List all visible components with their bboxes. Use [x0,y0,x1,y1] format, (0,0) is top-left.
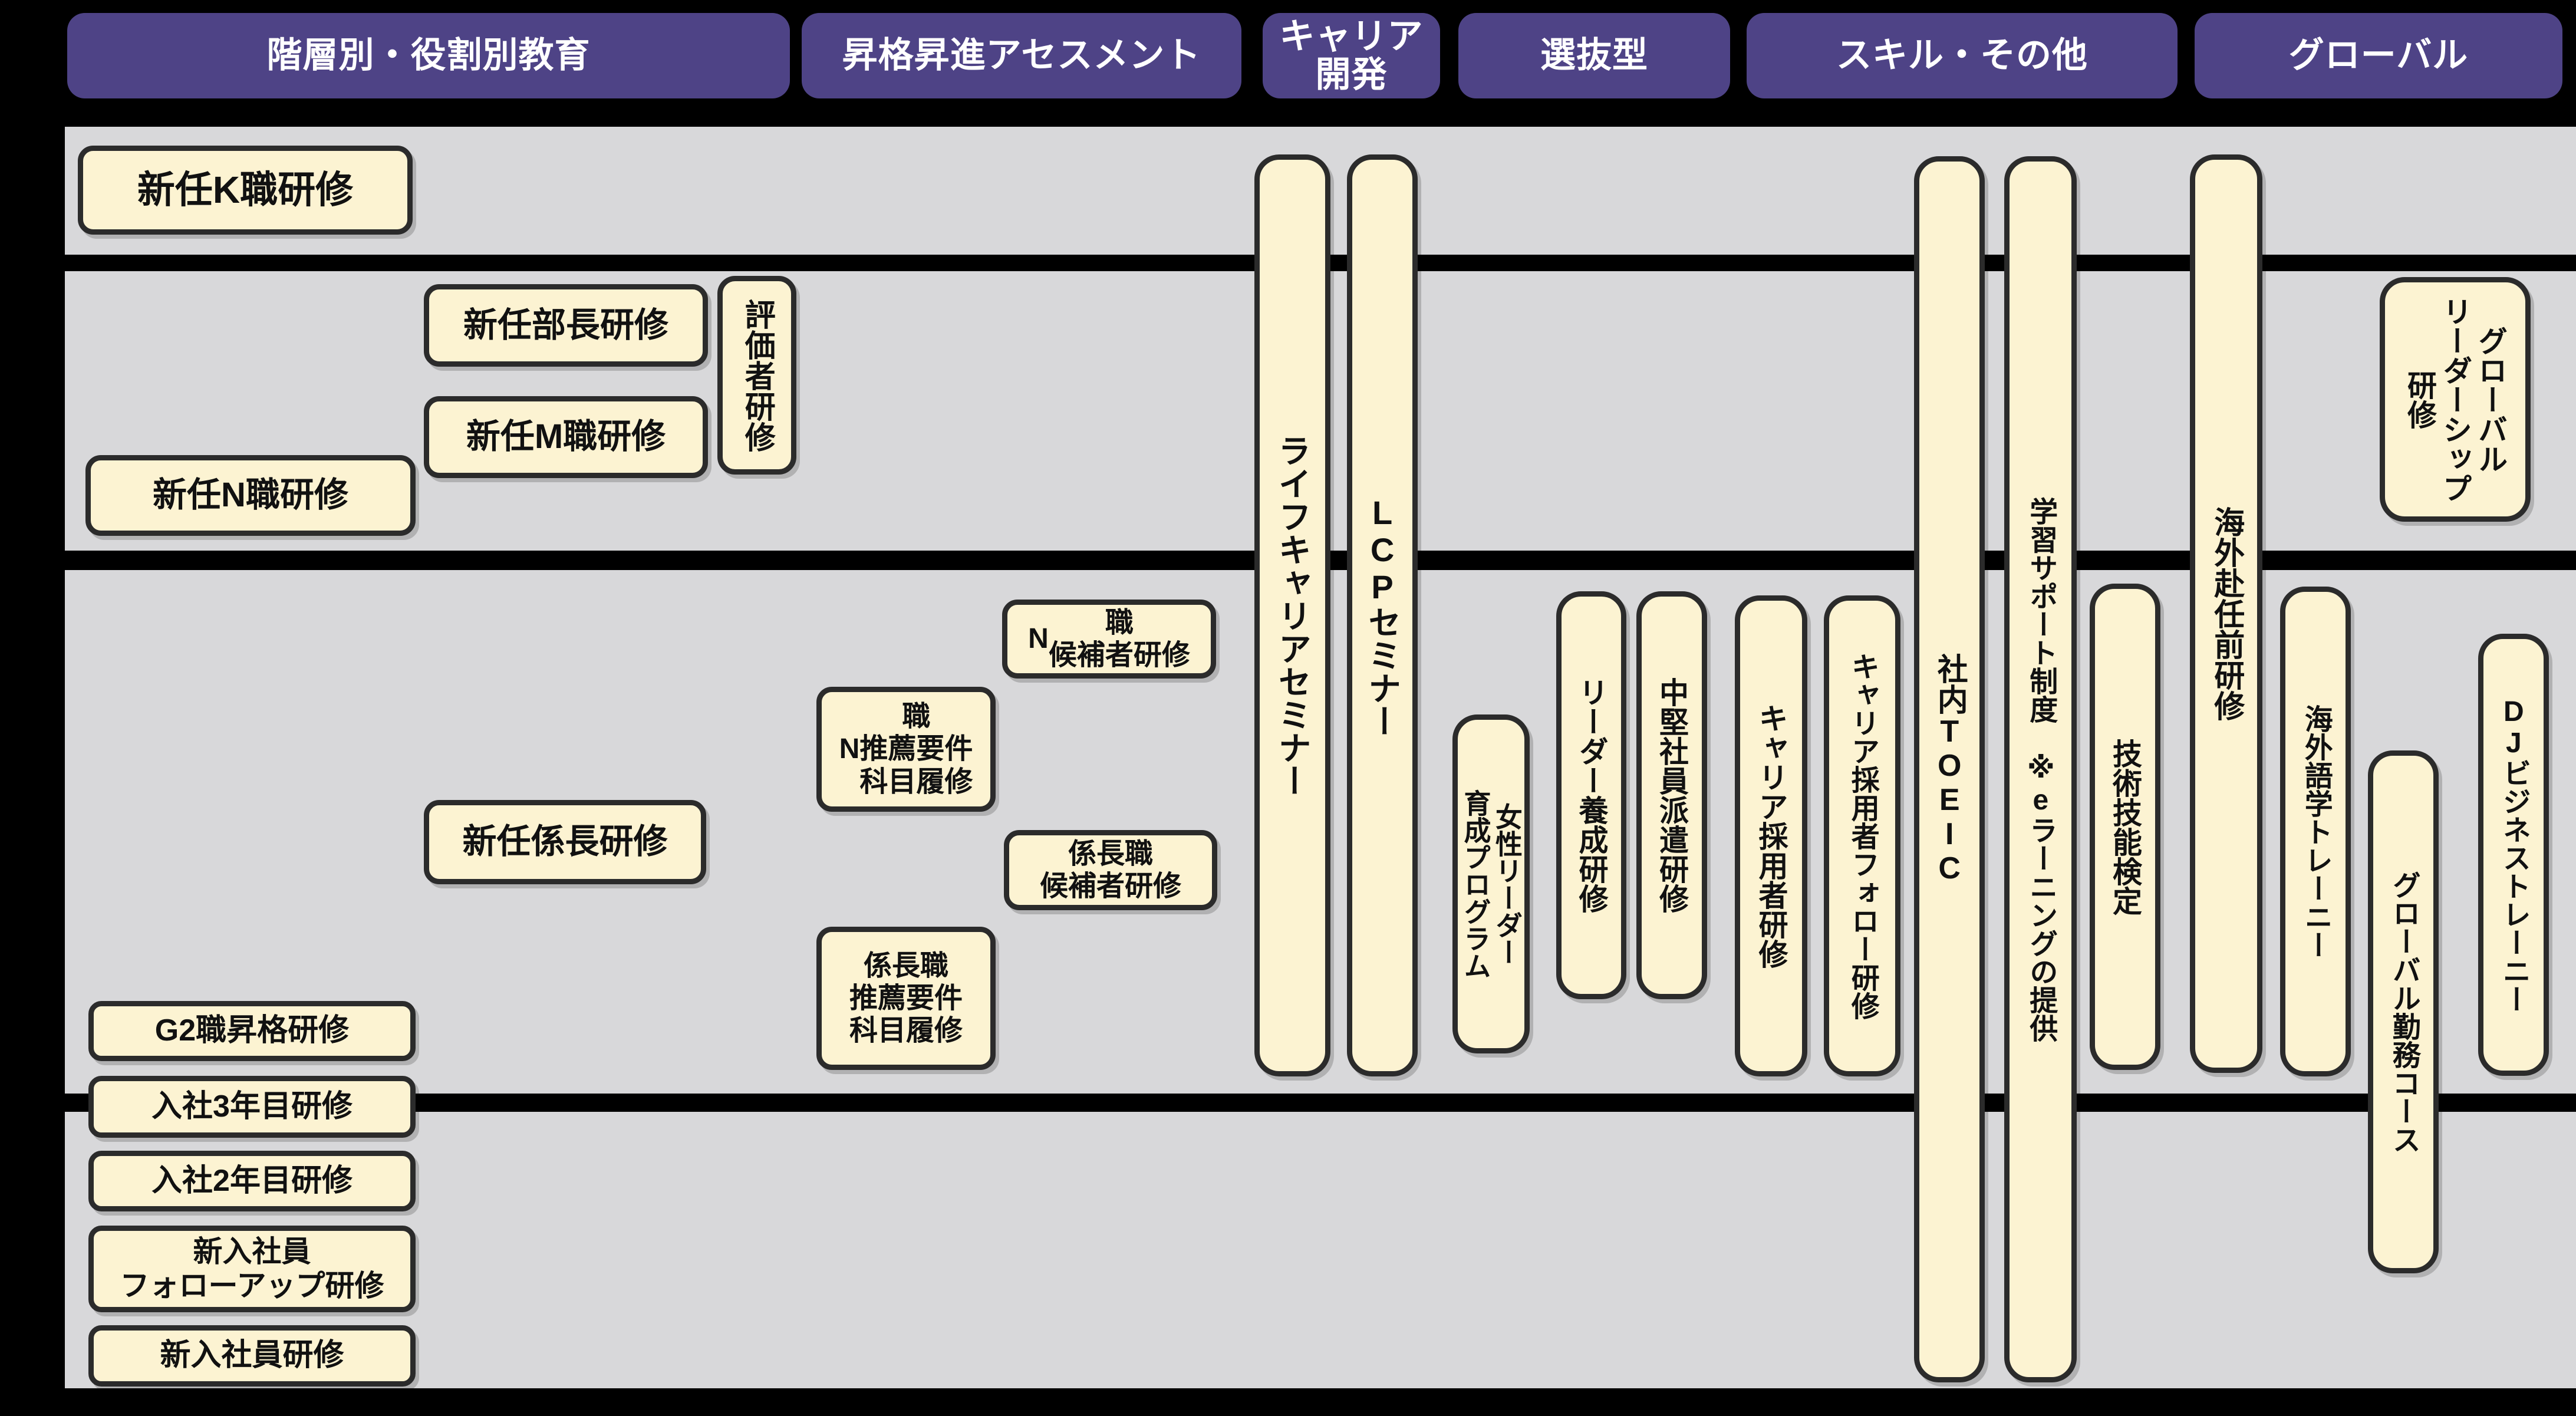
header-tab-global: グローバル [2195,13,2562,98]
box-leader-development-training: リーダー養成研修 [1556,591,1626,999]
box-new-bucho-training: 新任部長研修 [424,284,708,367]
box-new-employee-training: 新入社員研修 [88,1325,416,1387]
header-tab-career: キャリア 開発 [1263,13,1440,98]
box-kakaricho-recommendation-courses: 係長職 推薦要件 科目履修 [816,927,996,1070]
box-overseas-language-trainee: 海外語学トレーニー [2280,587,2351,1076]
header-tab-hierarchy: 階層別・役割別教育 [67,13,790,98]
row-separator-3 [65,1094,2576,1112]
box-life-career-seminar: ライフキャリアセミナー [1254,154,1330,1076]
box-career-hire-training: キャリア採用者研修 [1735,595,1807,1076]
box-technical-skill-certification: 技術技能検定 [2090,584,2160,1070]
box-women-leader-program: 女性リーダー 育成プログラム [1452,714,1530,1053]
box-kakaricho-candidate-training: 係長職 候補者研修 [1004,830,1217,910]
box-career-hire-follow-training: キャリア採用者フォロー研修 [1824,595,1900,1076]
box-global-work-course: グローバル勤務コース [2368,750,2439,1273]
box-hyokasha-training: 評価者研修 [717,276,796,475]
header-tab-skill: スキル・その他 [1747,13,2178,98]
header-tab-selective: 選抜型 [1458,13,1730,98]
box-new-kakaricho-training: 新任係長研修 [424,800,706,884]
box-global-leadership-training: グローバル リーダーシップ 研修 [2380,277,2531,522]
box-pre-overseas-assignment-training: 海外赴任前研修 [2190,154,2262,1073]
box-midcareer-dispatch-training: 中堅社員派遣研修 [1636,591,1707,999]
header-tab-assessment: 昇格昇進アセスメント [802,13,1241,98]
box-new-employee-followup-training: 新入社員 フォローアップ研修 [88,1226,416,1312]
